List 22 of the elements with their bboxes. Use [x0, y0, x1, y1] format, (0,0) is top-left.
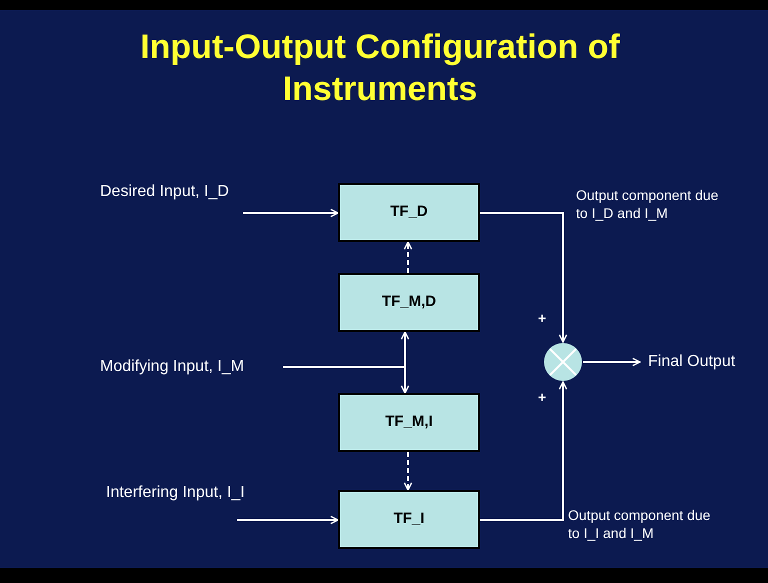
sign-label: +	[538, 388, 548, 406]
signal-label: Desired Input, I_D	[100, 180, 270, 204]
signal-label: Final Output	[648, 350, 760, 374]
arrow	[480, 381, 568, 521]
arrow	[480, 212, 568, 343]
sign-label: +	[538, 309, 548, 327]
signal-label: Modifying Input, I_M	[100, 355, 282, 379]
arrow	[243, 208, 339, 218]
arrow	[283, 366, 410, 394]
arrow	[583, 358, 641, 366]
transfer-function-block: TF_D	[338, 183, 480, 242]
transfer-function-block: TF_I	[338, 490, 480, 549]
transfer-function-block: TF_M,D	[338, 273, 480, 332]
arrow	[404, 452, 412, 491]
output-note: Output component due to I_D and I_M	[576, 186, 720, 222]
summing-junction	[543, 342, 583, 382]
arrow	[404, 241, 412, 273]
arrow	[237, 516, 339, 524]
transfer-function-block: TF_M,I	[338, 393, 480, 452]
output-note: Output component due to I_I and I_M	[568, 506, 712, 542]
title: Input-Output Configuration of Instruments	[139, 27, 621, 110]
signal-label: Interfering Input, I_I	[106, 481, 286, 505]
